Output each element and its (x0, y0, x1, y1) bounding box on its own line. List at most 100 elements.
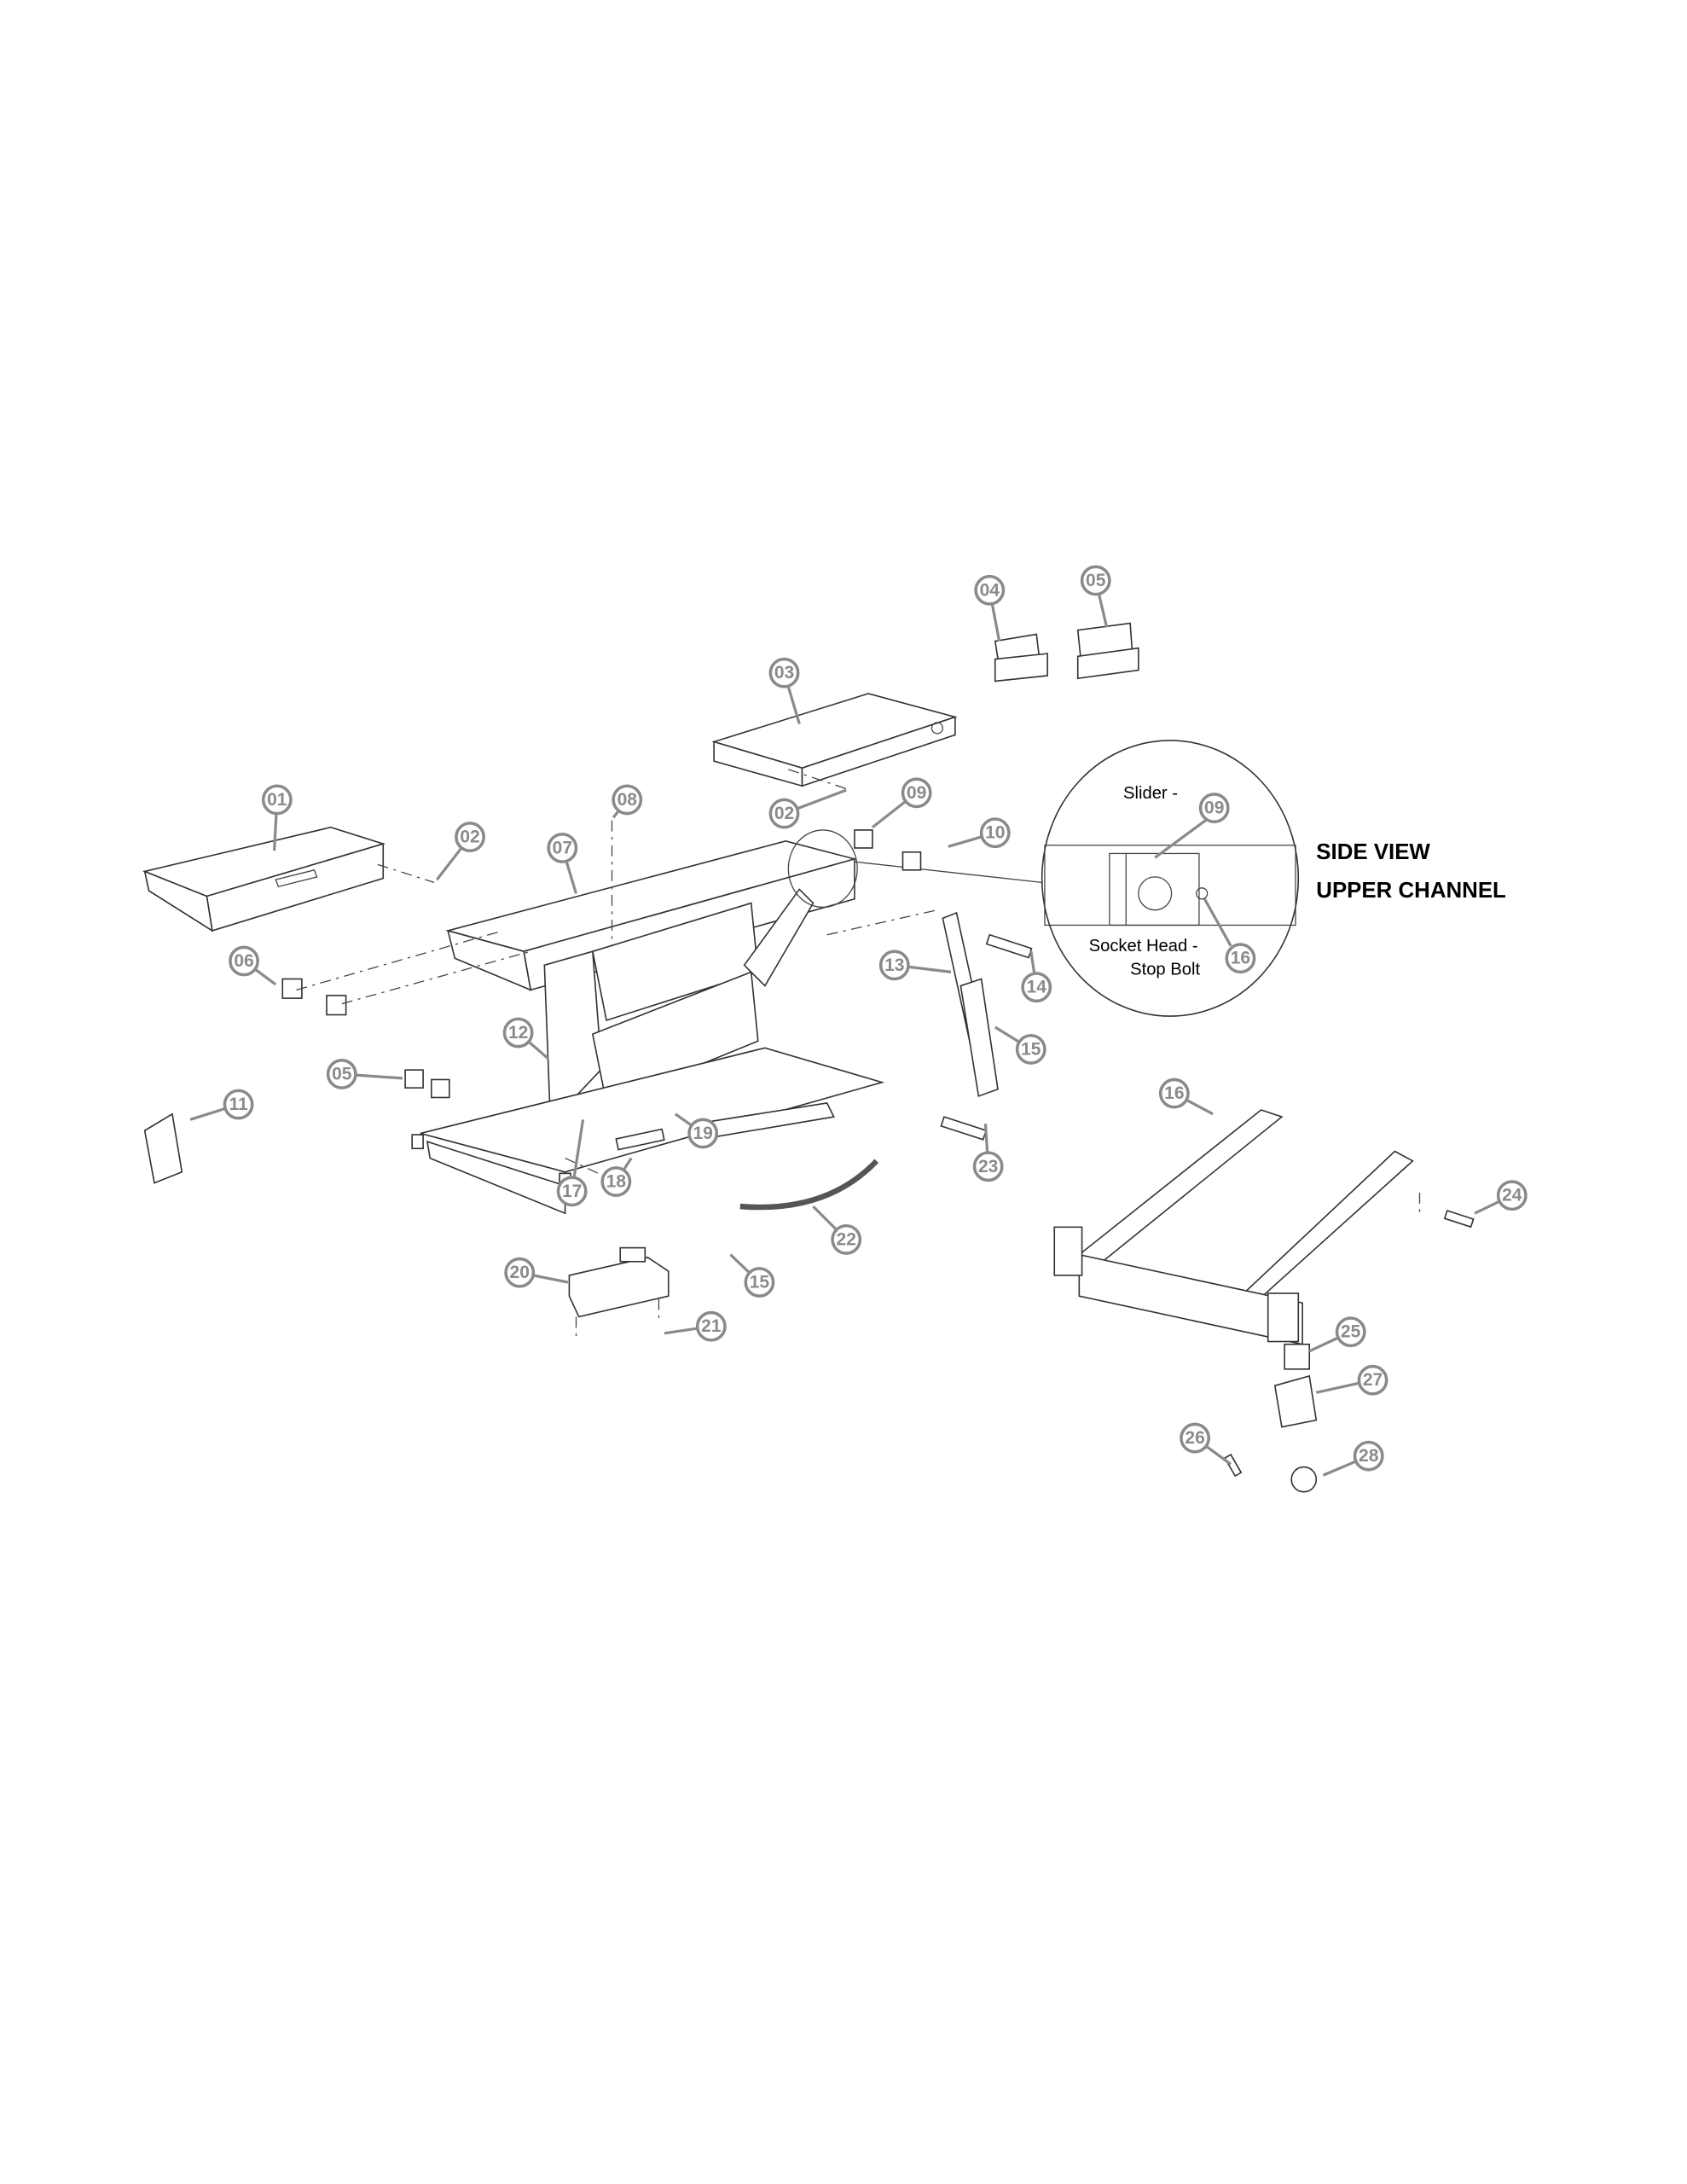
callout-number: 15 (750, 1273, 770, 1292)
callout-number: 11 (229, 1095, 248, 1114)
callout-leader (572, 1119, 585, 1178)
callout-bubble (1015, 1033, 1046, 1065)
callout-19: 19 (674, 1112, 719, 1149)
part-20-tank (568, 1246, 670, 1338)
callout-04: 04 (974, 574, 1006, 642)
callout-number: 23 (978, 1157, 998, 1176)
callout-number: 26 (1185, 1428, 1204, 1448)
callout-leader (990, 603, 1001, 642)
callout-bubble (556, 1176, 588, 1207)
callout-leader (907, 965, 952, 974)
callout-bubble (768, 657, 800, 688)
callout-bubble (695, 1310, 727, 1342)
callout-leader (994, 1025, 1020, 1043)
callout-08: 08 (612, 784, 643, 819)
callout-27: 27 (1315, 1364, 1388, 1396)
callout-28: 28 (1322, 1440, 1384, 1477)
slider-label: Slider - (1123, 784, 1178, 803)
socket-head-label: Socket Head - (1089, 937, 1198, 956)
callout-leader (622, 1157, 633, 1171)
callout-leader (729, 1253, 751, 1275)
callout-22: 22 (812, 1205, 862, 1255)
part-26-pin (1223, 1453, 1243, 1478)
detail-callout-09-text: 09 (1204, 799, 1224, 818)
callout-leader (189, 1107, 226, 1121)
callout-07: 07 (547, 833, 578, 894)
callout-bubble (1021, 972, 1052, 1003)
callout-bubble (878, 950, 910, 981)
callout-bubble (1353, 1440, 1384, 1472)
part-23-pin (940, 1116, 988, 1141)
callout-bubble (326, 1059, 357, 1089)
callout-26: 26 (1180, 1422, 1232, 1466)
callout-bubble (687, 1118, 719, 1149)
callout-number: 10 (985, 823, 1005, 843)
part-06-block (326, 995, 347, 1016)
callout-leader (797, 788, 847, 810)
callout-03: 03 (768, 657, 801, 724)
callout-bubble (1357, 1364, 1388, 1396)
callout-number: 27 (1363, 1370, 1383, 1390)
callout-bubble (831, 1223, 862, 1255)
callout-number: 01 (267, 790, 287, 810)
part-06-block (281, 978, 303, 999)
callout-21: 21 (664, 1310, 727, 1342)
side-view-title: SIDE VIEW (1316, 840, 1430, 864)
part-27-caster-bracket (1273, 1374, 1318, 1428)
callout-bubble (504, 1257, 536, 1288)
callout-leader (948, 835, 983, 848)
part-16-lower-frame (1053, 1109, 1421, 1345)
callout-02: 02 (768, 788, 847, 829)
part-14-pin (985, 933, 1033, 959)
part-09-slider (854, 829, 873, 849)
callout-16: 16 (1158, 1077, 1214, 1116)
callout-bubble (612, 784, 643, 816)
callout-leader (254, 967, 277, 986)
callout-number: 19 (693, 1124, 712, 1143)
callout-bubble (261, 784, 293, 816)
part-13-cylinder (826, 909, 999, 1097)
callout-leader (1315, 1381, 1360, 1394)
part-05-block (431, 1078, 450, 1099)
callout-bubble (1180, 1422, 1211, 1454)
detail-callout-16 (1225, 943, 1256, 974)
callout-25: 25 (1308, 1316, 1366, 1353)
callout-bubble (547, 833, 578, 863)
callout-12: 12 (502, 1017, 550, 1060)
callout-number: 02 (774, 804, 794, 823)
callout-bubble (744, 1267, 775, 1298)
callout-number: 16 (1164, 1083, 1184, 1103)
callout-number: 24 (1502, 1186, 1522, 1205)
detail-callout-09 (1198, 793, 1230, 824)
part-18-pin (615, 1128, 665, 1151)
callout-15: 15 (729, 1253, 775, 1298)
callout-leader (1474, 1199, 1500, 1215)
callout-leader (664, 1327, 699, 1335)
callout-23: 23 (972, 1124, 1004, 1182)
callout-leader (272, 813, 278, 851)
callout-leader (1322, 1460, 1357, 1477)
callout-number: 05 (332, 1064, 352, 1083)
callout-number: 18 (606, 1172, 627, 1192)
callout-18: 18 (600, 1157, 633, 1197)
part-05-block (404, 1069, 424, 1089)
callout-number: 02 (460, 828, 479, 847)
callout-number: 05 (1086, 571, 1106, 590)
callout-number: 04 (980, 580, 1000, 600)
callout-number: 14 (1027, 978, 1047, 997)
callout-bubble (1158, 1077, 1190, 1109)
callout-leader (1186, 1098, 1214, 1116)
callout-bubble (979, 817, 1011, 849)
callout-number: 17 (562, 1182, 582, 1201)
part-05-bracket (1076, 622, 1139, 680)
callout-leader (565, 860, 578, 894)
callout-number: 22 (837, 1229, 856, 1249)
callout-bubble (600, 1166, 632, 1197)
callout-15: 15 (994, 1025, 1046, 1065)
callout-24: 24 (1474, 1180, 1528, 1215)
callout-bubble (972, 1151, 1004, 1182)
callout-14: 14 (1021, 950, 1052, 1003)
part-04-bracket (994, 633, 1048, 682)
part-25-spacer (1284, 1343, 1311, 1370)
